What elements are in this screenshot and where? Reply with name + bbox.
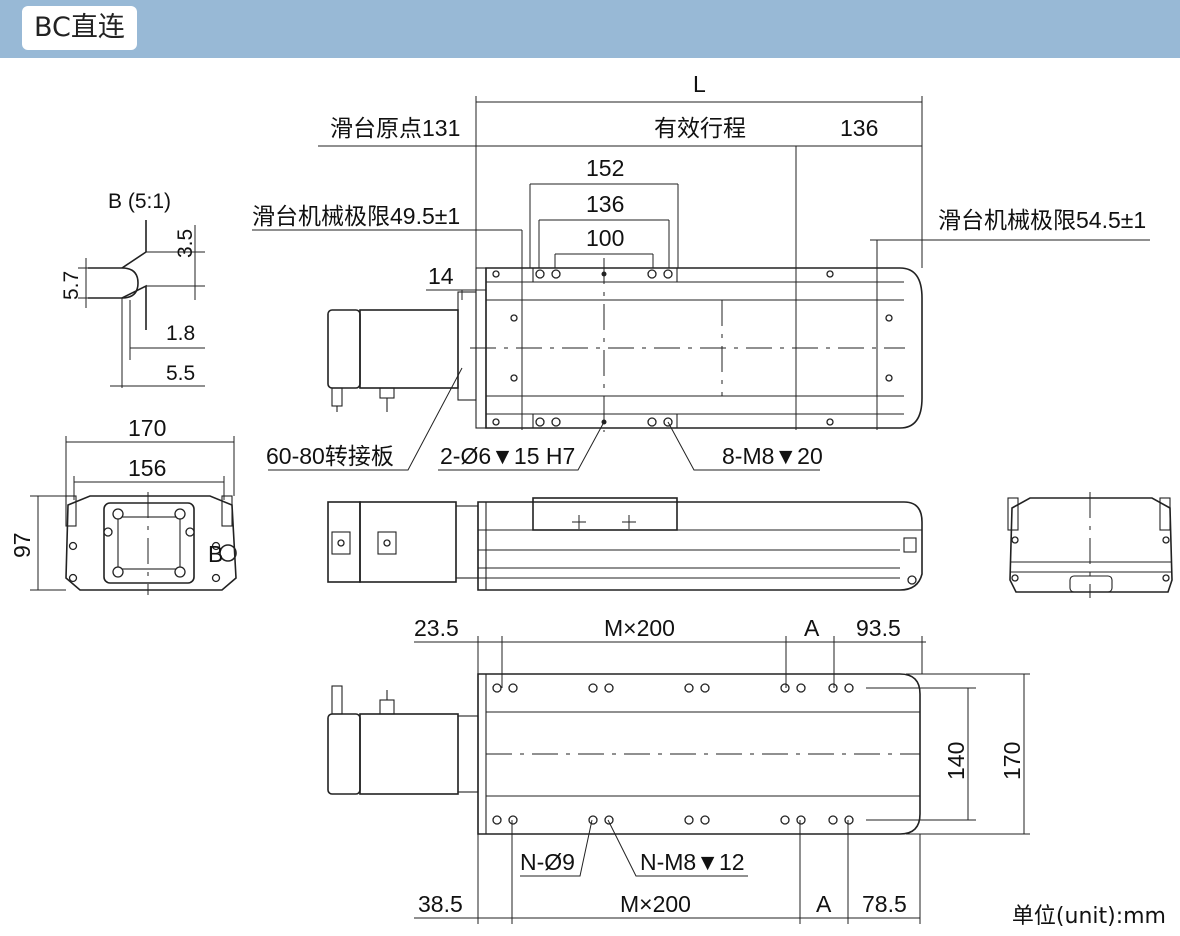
dim-152: 152 xyxy=(586,155,624,181)
dim-156: 156 xyxy=(128,455,166,481)
detail-b-title: B (5:1) xyxy=(108,190,171,213)
dim-a-top: A xyxy=(804,615,820,641)
n-m8-label: N-M8▼12 xyxy=(640,849,745,875)
dim-a-bottom: A xyxy=(816,891,832,917)
mark-b: B xyxy=(208,541,223,567)
dim-stroke: 有效行程 xyxy=(654,115,746,141)
dim-end136: 136 xyxy=(840,115,878,141)
bottom-holes-bottom xyxy=(492,815,854,825)
unit-note: 单位(unit):mm xyxy=(1011,904,1166,929)
limit-right: 滑台机械极限54.5±1 xyxy=(938,207,1146,233)
m8-label: 8-M8▼20 xyxy=(722,443,823,469)
limit-left: 滑台机械极限49.5±1 xyxy=(252,203,460,229)
dim-mx200-top: M×200 xyxy=(604,615,675,641)
dim-136: 136 xyxy=(586,191,624,217)
dim-78-5: 78.5 xyxy=(862,891,907,917)
dim-23-5: 23.5 xyxy=(414,615,459,641)
dim-93-5: 93.5 xyxy=(856,615,901,641)
bottom-holes-top xyxy=(492,683,854,693)
dim-5-5: 5.5 xyxy=(166,362,195,385)
dimension-labels: L 滑台原点131 有效行程 136 152 136 100 滑台机械极限49.… xyxy=(9,71,1146,917)
dim-38-5: 38.5 xyxy=(418,891,463,917)
n-o9-label: N-Ø9 xyxy=(520,849,575,875)
dim-140: 140 xyxy=(943,742,969,780)
dim-100: 100 xyxy=(586,225,624,251)
dim-origin: 滑台原点131 xyxy=(330,115,460,141)
bottom-view xyxy=(327,636,1030,924)
dim-97: 97 xyxy=(9,532,35,558)
page-title: BC直连 xyxy=(22,6,137,50)
dim-1-8: 1.8 xyxy=(166,322,195,345)
pin-hole-label: 2-Ø6▼15 H7 xyxy=(440,443,575,469)
title-bar: BC直连 xyxy=(0,0,1180,58)
detail-b-view xyxy=(78,220,205,388)
dim-170-top: 170 xyxy=(128,415,166,441)
end-view-motor-side xyxy=(30,436,237,595)
dim-L: L xyxy=(693,71,706,97)
side-view xyxy=(327,497,923,591)
top-view xyxy=(252,96,1150,471)
dim-3-5: 3.5 xyxy=(174,229,197,258)
dim-5-7: 5.7 xyxy=(60,271,83,300)
end-view-right xyxy=(1007,492,1173,598)
dim-170-right: 170 xyxy=(999,742,1025,780)
dim-14: 14 xyxy=(428,263,454,289)
dim-mx200-bottom: M×200 xyxy=(620,891,691,917)
adapter-plate-label: 60-80转接板 xyxy=(266,443,394,469)
